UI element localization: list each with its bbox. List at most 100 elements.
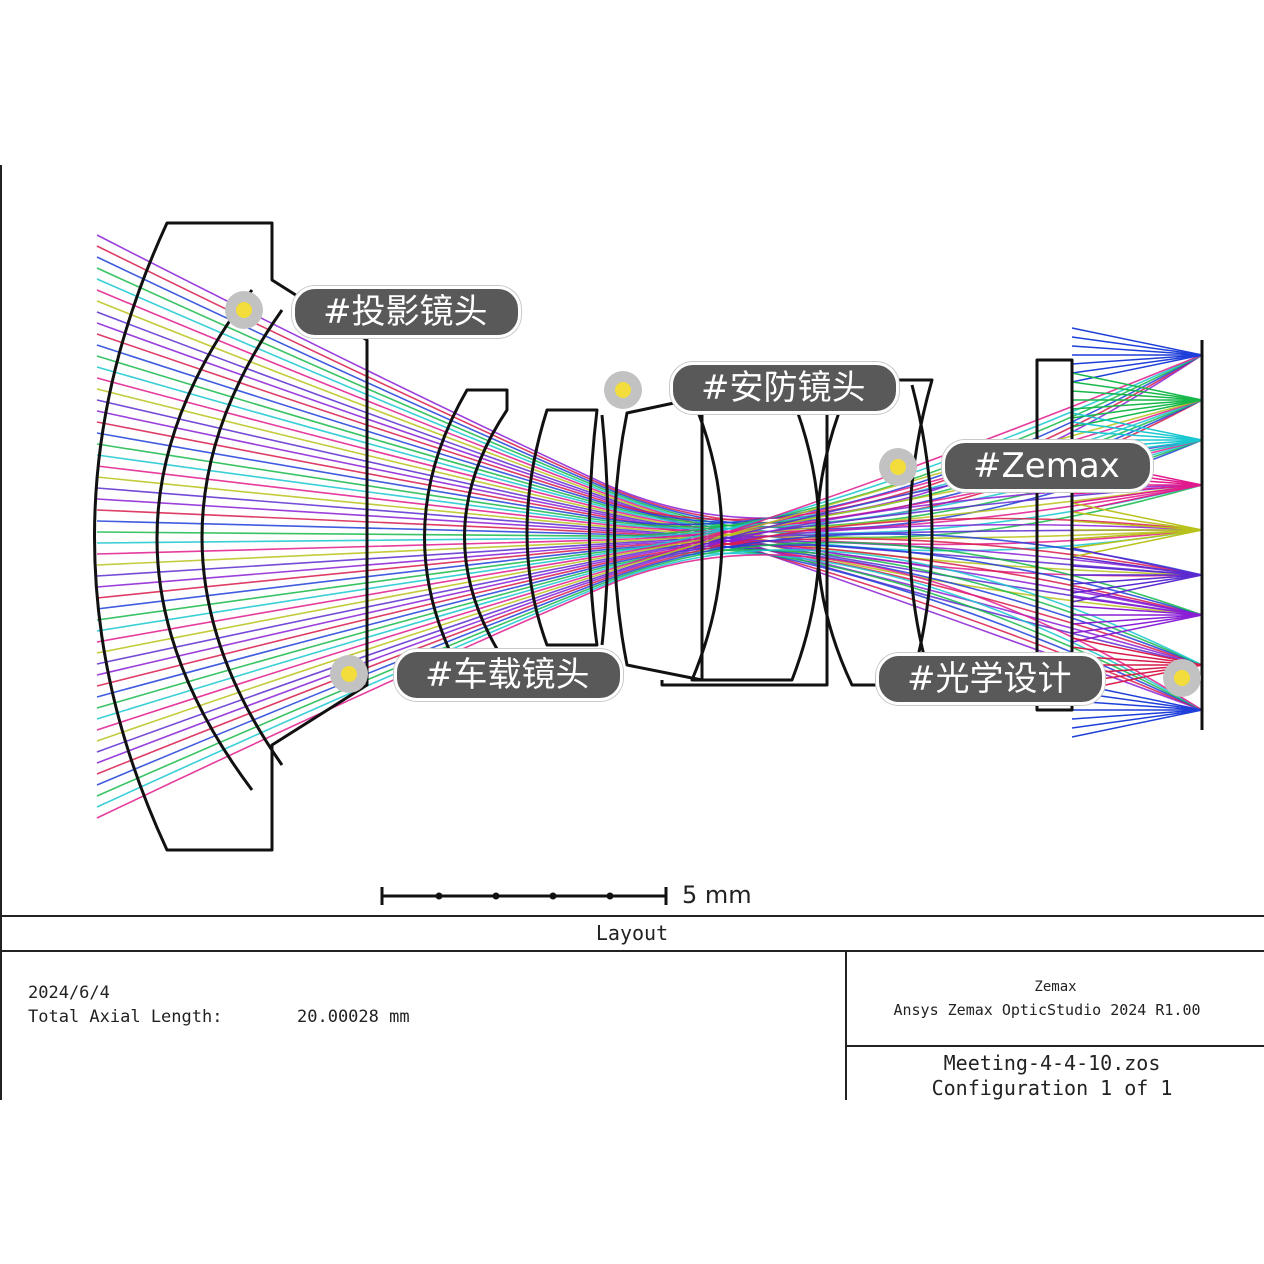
ray-trace: [96, 554, 1203, 819]
focal-ray: [1071, 336, 1203, 356]
focal-ray: [1071, 574, 1203, 603]
title-row-border: [0, 950, 1264, 952]
tag-automotive-lens[interactable]: #车载镜头: [394, 649, 623, 701]
focal-ray: [1071, 700, 1203, 711]
lens-housing-5: [660, 405, 829, 687]
ray-trace: [96, 523, 1203, 676]
ray-trace: [96, 377, 1203, 546]
ray-trace: [96, 498, 1203, 616]
ray-trace: [96, 520, 1203, 711]
lens-layout-diagram: [93, 221, 1204, 905]
focal-ray: [1071, 709, 1203, 720]
focal-ray: [1071, 614, 1203, 643]
lens-element-1: [93, 221, 369, 852]
focal-ray: [1071, 709, 1203, 729]
configuration-label: Configuration 1 of 1: [931, 1076, 1173, 1100]
marker-dot-automotive[interactable]: [330, 655, 368, 693]
ray-trace: [96, 267, 1203, 539]
focal-ray: [1071, 354, 1203, 365]
marker-dot-optical[interactable]: [1163, 659, 1201, 697]
ray-trace: [96, 541, 1203, 797]
date-label: 2024/6/4: [28, 983, 110, 1003]
focal-ray: [1071, 565, 1203, 576]
title-block-top-border: [0, 915, 1264, 917]
focal-ray: [1071, 556, 1203, 576]
focal-ray: [1071, 614, 1203, 625]
focal-ray: [1071, 511, 1203, 531]
lens-element-4: [613, 395, 704, 682]
focal-ray: [1071, 390, 1203, 401]
focal-ray: [1071, 399, 1203, 428]
ray-trace: [96, 484, 1203, 665]
ray-trace: [96, 355, 1203, 528]
layout-plot-area: 5 mm #投影镜头 #安防镜头 #Zemax #车载镜头 #光学设计: [0, 165, 1264, 1100]
filter-plate: [1035, 358, 1074, 712]
company-name: Zemax: [1034, 979, 1077, 995]
tag-security-lens[interactable]: #安防镜头: [670, 362, 899, 414]
ray-trace: [96, 549, 1203, 808]
ray-trace: [96, 533, 1203, 786]
title-block-divider: [845, 952, 847, 1100]
scale-bar-label: 5 mm: [682, 881, 752, 909]
marker-dot-projection[interactable]: [225, 291, 263, 329]
focal-ray: [1071, 605, 1203, 616]
focal-ray: [1071, 709, 1203, 738]
ray-trace: [96, 484, 1203, 764]
ray-trace: [96, 544, 1203, 666]
ray-trace: [96, 399, 1203, 616]
focal-ray: [1071, 574, 1203, 585]
marker-dot-zemax[interactable]: [879, 448, 917, 486]
focal-ray: [1071, 529, 1203, 540]
lens-surface-1c: [200, 309, 284, 766]
focal-ray: [1071, 381, 1203, 401]
ray-trace: [96, 540, 1203, 588]
focal-ray: [1071, 520, 1203, 531]
title-block: Layout 2024/6/4 Total Axial Length: 20.0…: [0, 915, 1264, 1100]
ray-trace: [96, 552, 1203, 720]
ray-trace: [96, 546, 1203, 711]
ray-trace: [96, 354, 1203, 731]
file-name: Meeting-4-4-10.zos: [943, 1051, 1161, 1075]
product-name: Ansys Zemax OpticStudio 2024 R1.00: [893, 1001, 1201, 1019]
marker-dot-security[interactable]: [604, 371, 642, 409]
ray-trace: [96, 544, 1203, 698]
focal-ray: [1071, 345, 1203, 356]
focal-ray: [1071, 399, 1203, 410]
ray-trace: [96, 549, 1203, 709]
ray-trace: [96, 538, 1203, 687]
focal-ray: [1071, 547, 1203, 576]
ray-trace: [96, 542, 1203, 616]
title-block-left-border: [0, 915, 2, 1100]
ray-trace: [96, 517, 1203, 775]
scale-bar: [380, 887, 668, 905]
ray-trace: [96, 509, 1203, 666]
ray-trace: [96, 289, 1203, 577]
focal-ray: [1071, 430, 1203, 441]
focal-ray: [1071, 529, 1203, 549]
ray-trace: [96, 311, 1203, 666]
ray-trace: [96, 256, 1203, 530]
lens-element-5: [690, 395, 821, 682]
focal-ray: [1071, 574, 1203, 594]
ray-trace: [96, 476, 1203, 540]
aperture-stop: [600, 414, 610, 646]
tag-zemax[interactable]: #Zemax: [942, 440, 1153, 492]
ray-trace: [96, 300, 1203, 616]
ray-trace: [96, 322, 1203, 711]
focal-ray: [1071, 327, 1203, 356]
ray-trace: [96, 439, 1203, 530]
ray-trace: [96, 366, 1203, 535]
focal-ray: [1071, 587, 1203, 616]
focal-ray: [1071, 412, 1203, 441]
focal-ray: [1071, 421, 1203, 441]
focal-ray: [1071, 614, 1203, 634]
tag-projection-lens[interactable]: #投影镜头: [292, 286, 521, 338]
ray-trace: [96, 278, 1203, 552]
axial-length-value: 20.00028 mm: [297, 1007, 410, 1027]
focal-ray: [1071, 502, 1203, 531]
lens-element-3: [525, 408, 599, 647]
lens-surface-1b: [155, 289, 254, 791]
ray-trace: [96, 484, 1203, 566]
tag-optical-design[interactable]: #光学设计: [876, 653, 1105, 705]
focal-ray: [1071, 484, 1203, 504]
